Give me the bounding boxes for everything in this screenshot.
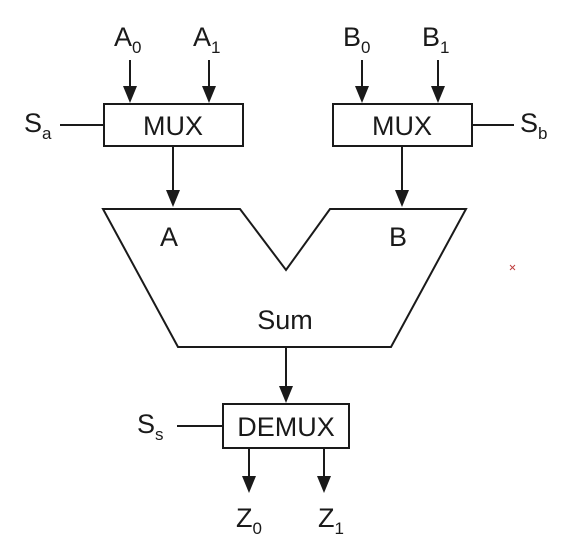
adder-input-a-label: A bbox=[160, 222, 178, 252]
output-z0-wire bbox=[242, 448, 256, 493]
input-a0-wire bbox=[123, 60, 137, 103]
input-b1-label: B1 bbox=[422, 22, 449, 57]
sum-output-wire bbox=[279, 347, 293, 403]
input-b0-wire bbox=[355, 60, 369, 103]
select-sa-label: Sa bbox=[24, 108, 52, 143]
input-b0-label: B0 bbox=[343, 22, 370, 57]
output-z1-label: Z1 bbox=[318, 503, 344, 538]
mux-right-label: MUX bbox=[372, 111, 432, 141]
input-b1-wire bbox=[431, 60, 445, 103]
adder-shape bbox=[101, 208, 468, 348]
adder-input-b-label: B bbox=[389, 222, 407, 252]
input-a1-wire bbox=[202, 60, 216, 103]
mux-left-box bbox=[103, 103, 244, 147]
select-ss-label: Ss bbox=[137, 409, 164, 444]
mux-left-output-wire bbox=[166, 146, 180, 207]
demux-box bbox=[222, 403, 350, 449]
select-sb-label: Sb bbox=[520, 108, 547, 143]
output-z0-label: Z0 bbox=[236, 503, 262, 538]
adder-sum-label: Sum bbox=[257, 305, 313, 335]
demux-label: DEMUX bbox=[237, 412, 335, 442]
input-a0-label: A0 bbox=[114, 22, 141, 57]
output-z1-wire bbox=[317, 448, 331, 493]
mux-left-label: MUX bbox=[143, 111, 203, 141]
stray-mark bbox=[509, 264, 516, 271]
mux-right-output-wire bbox=[395, 146, 409, 207]
input-a1-label: A1 bbox=[193, 22, 220, 57]
